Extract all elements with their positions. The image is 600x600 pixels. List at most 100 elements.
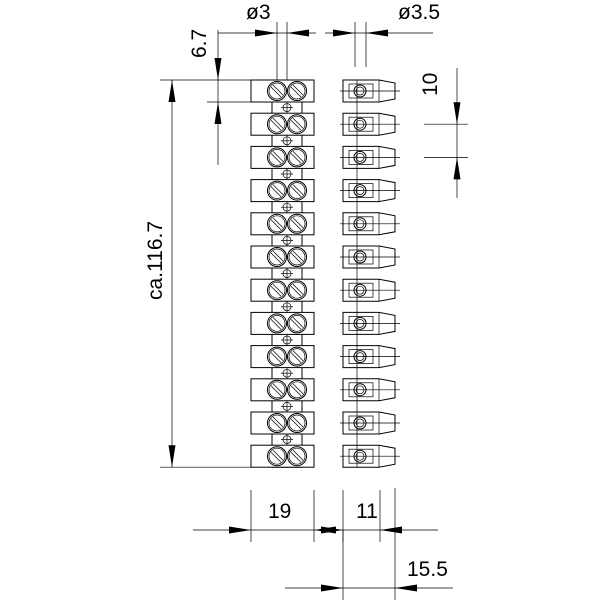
screw-slot <box>290 285 302 297</box>
screw-slot <box>292 151 304 162</box>
arrowhead <box>287 29 309 37</box>
screw-inner <box>288 348 306 365</box>
arrowhead <box>255 29 277 37</box>
arrowhead <box>380 526 402 534</box>
screw-icon <box>267 147 287 168</box>
screw-inner <box>288 447 306 465</box>
screw-inner <box>288 381 306 399</box>
screw-inner <box>288 182 306 199</box>
screw-slot <box>290 418 302 430</box>
screw-slot <box>292 416 304 428</box>
screw-slot <box>270 385 282 397</box>
screw-slot <box>290 451 302 463</box>
screw-slot <box>292 217 304 229</box>
screw-icon <box>267 346 287 367</box>
screw-slot <box>292 350 304 361</box>
arrowhead <box>229 526 251 534</box>
dim-label-side-width: 11 <box>356 500 378 523</box>
screw-inner <box>288 281 306 299</box>
screw-slot <box>290 252 302 264</box>
screw-icon <box>267 81 287 101</box>
screw-slot <box>270 252 282 264</box>
screw-slot <box>270 153 282 164</box>
screw-icon <box>287 180 307 201</box>
screw-slot <box>272 184 284 195</box>
front-terminal-block <box>250 79 315 103</box>
screw-inner <box>268 281 286 299</box>
dimensions <box>160 22 468 600</box>
front-terminal-block <box>250 378 315 402</box>
screw-icon <box>287 247 307 267</box>
screw-inner <box>268 82 286 100</box>
screw-inner <box>268 315 286 332</box>
dim-label-side-total-width: 15.5 <box>407 558 448 581</box>
dim-label-height: ca.116.7 <box>144 221 167 300</box>
screw-icon <box>267 379 287 400</box>
screw-icon <box>287 280 307 301</box>
terminal-strip <box>250 79 400 468</box>
screw-icon <box>267 313 287 334</box>
screw-inner <box>288 315 306 332</box>
screw-slot <box>270 418 282 430</box>
front-terminal-block <box>250 345 315 369</box>
screw-inner <box>268 182 286 199</box>
screw-inner <box>288 115 306 133</box>
screw-slot <box>270 186 282 197</box>
front-terminal-block <box>250 278 315 302</box>
screw-icon <box>267 413 287 433</box>
dim-label-screw-diameter: ø3 <box>246 1 271 24</box>
arrowhead <box>333 29 355 37</box>
screw-inner <box>268 149 286 166</box>
front-terminal-block <box>250 311 315 335</box>
screw-slot <box>270 319 282 330</box>
screw-slot <box>292 317 304 328</box>
screw-inner <box>268 215 286 233</box>
screw-slot <box>292 84 304 96</box>
screw-icon <box>287 346 307 367</box>
screw-inner <box>268 381 286 399</box>
screw-slot <box>290 153 302 164</box>
arrowhead <box>214 58 222 80</box>
screw-slot <box>272 151 284 162</box>
screw-inner <box>288 82 306 100</box>
screw-icon <box>267 247 287 267</box>
screw-slot <box>290 385 302 397</box>
screw-icon <box>267 446 287 467</box>
screw-slot <box>272 317 284 328</box>
screw-slot <box>292 184 304 195</box>
screw-slot <box>292 449 304 461</box>
arrowhead <box>395 584 417 592</box>
screw-inner <box>288 149 306 166</box>
screw-slot <box>290 352 302 363</box>
screw-slot <box>272 416 284 428</box>
screw-inner <box>268 248 286 266</box>
arrowhead <box>321 584 343 592</box>
arrowhead <box>453 157 461 180</box>
dim-label-hole-diameter: ø3.5 <box>398 1 440 24</box>
screw-inner <box>268 348 286 365</box>
front-terminal-block <box>250 112 315 136</box>
screw-icon <box>267 280 287 301</box>
screw-slot <box>270 451 282 463</box>
front-terminal-block <box>250 444 315 468</box>
screw-icon <box>287 313 307 334</box>
front-terminal-block <box>250 245 315 269</box>
arrowhead <box>168 445 176 468</box>
screw-slot <box>272 383 284 395</box>
screw-inner <box>268 115 286 133</box>
screw-slot <box>292 283 304 295</box>
front-terminal-block <box>250 179 315 203</box>
screw-icon <box>267 114 287 135</box>
screw-slot <box>272 283 284 295</box>
screw-slot <box>272 217 284 229</box>
screw-icon <box>287 413 307 433</box>
screw-slot <box>292 117 304 129</box>
screw-slot <box>270 219 282 231</box>
screw-inner <box>268 447 286 465</box>
screw-slot <box>270 86 282 98</box>
screw-slot <box>272 350 284 361</box>
front-terminal-block <box>250 145 315 169</box>
screw-slot <box>270 352 282 363</box>
